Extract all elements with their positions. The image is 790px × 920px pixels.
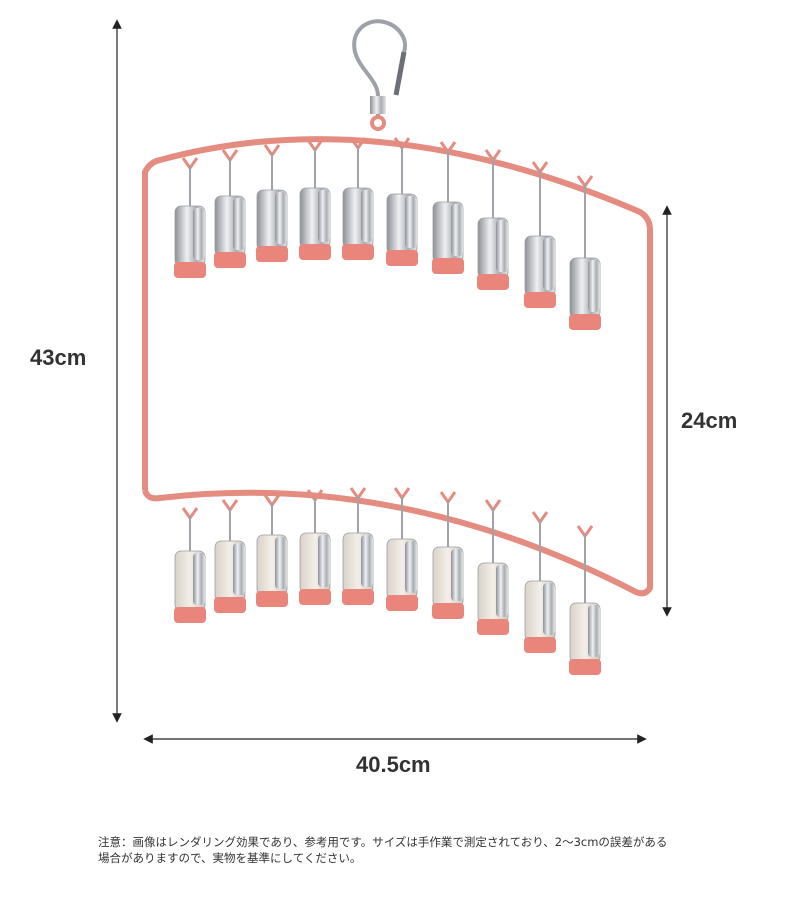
clip-tip xyxy=(342,589,374,605)
hook xyxy=(352,19,407,131)
clip-tip xyxy=(214,252,246,268)
clothespin-clip xyxy=(299,139,331,260)
clothespin-clip xyxy=(214,149,246,268)
clothespin-clip xyxy=(386,137,418,266)
clothespin-clip xyxy=(569,525,601,675)
clip-tip xyxy=(299,589,331,605)
clip-tip xyxy=(524,292,556,308)
clothespin-clip xyxy=(432,491,464,619)
height-side-label: 24cm xyxy=(681,408,738,433)
clothespin-clip xyxy=(569,175,601,330)
clothespin-clip xyxy=(174,507,206,623)
clothespin-clip xyxy=(256,144,288,262)
clip-tip xyxy=(214,597,246,613)
clip-tip xyxy=(386,250,418,266)
clothespin-clip xyxy=(524,511,556,653)
clothespin-clip xyxy=(214,499,246,613)
clip-tip xyxy=(386,595,418,611)
clothespin-clip xyxy=(524,161,556,308)
clip-tip xyxy=(477,274,509,290)
note-line-2: 場合がありますので、実物を基準にしてください。 xyxy=(98,851,362,865)
clip-tip xyxy=(569,314,601,330)
clothespin-clip xyxy=(342,487,374,605)
hanger-frame xyxy=(142,136,653,597)
note-line-1: 注意：画像はレンダリング効果であり、参考用です。サイズは手作業で測定されており、… xyxy=(98,835,668,849)
clip-tip xyxy=(477,619,509,635)
clip-tip xyxy=(432,258,464,274)
clothespin-clip xyxy=(477,149,509,290)
clip-tip xyxy=(524,637,556,653)
clothespin-clip xyxy=(477,499,509,635)
clip-tip xyxy=(342,244,374,260)
clip-tip xyxy=(256,591,288,607)
clip-tip xyxy=(256,246,288,262)
clip-tip xyxy=(174,607,206,623)
clip-tip xyxy=(174,262,206,278)
height-total-label: 43cm xyxy=(30,345,87,370)
clothespin-clip xyxy=(386,487,418,611)
clip-tip xyxy=(299,244,331,260)
clip-tip xyxy=(432,603,464,619)
clothespin-clip xyxy=(342,137,374,260)
clothespin-clip xyxy=(174,157,206,278)
disclaimer-note: 注意：画像はレンダリング効果であり、参考用です。サイズは手作業で測定されており、… xyxy=(98,834,718,866)
clothespin-clip xyxy=(432,141,464,274)
width-label: 40.5cm xyxy=(356,752,431,777)
clothespin-clip xyxy=(256,494,288,607)
clothespin-clip xyxy=(299,489,331,605)
clip-tip xyxy=(569,659,601,675)
